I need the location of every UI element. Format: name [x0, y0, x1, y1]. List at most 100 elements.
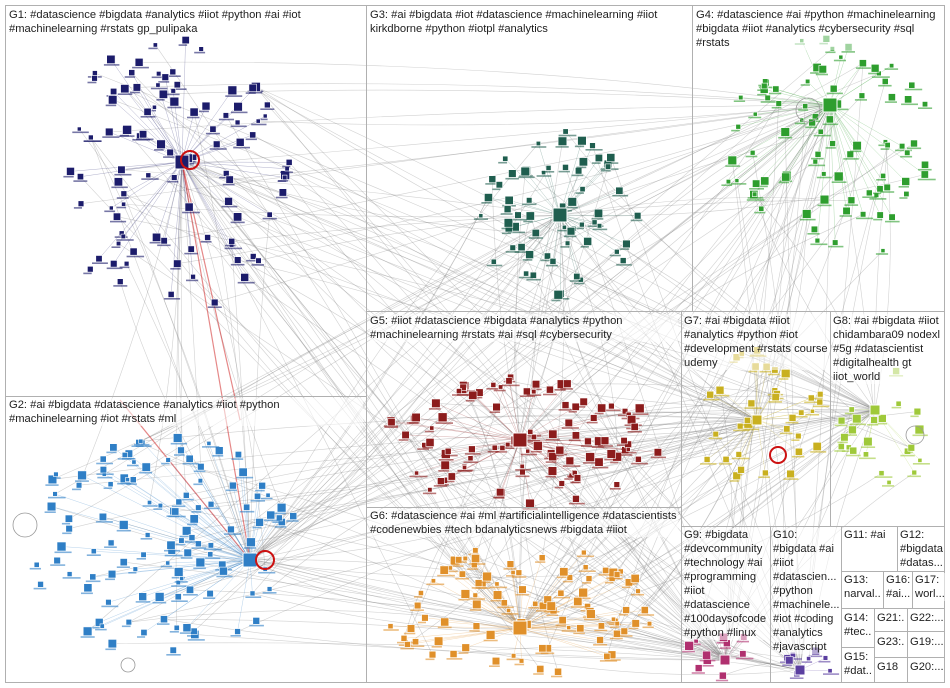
- node-label-bar: [218, 118, 234, 121]
- edge-line: [519, 439, 559, 672]
- edge-line: [198, 409, 876, 545]
- graph-node: [594, 154, 603, 163]
- node-label-bar: [880, 191, 895, 193]
- node-label-bar: [791, 439, 800, 441]
- edge-line: [148, 175, 758, 421]
- node-label-bar: [682, 650, 695, 653]
- edge-line: [568, 104, 831, 424]
- node-label-bar: [502, 384, 520, 387]
- graph-node: [848, 425, 857, 435]
- group-label-g3: G3: #ai #bigdata #iot #datascience #mach…: [370, 8, 690, 36]
- edge-line: [200, 480, 251, 561]
- graph-node: [179, 576, 185, 581]
- node-label-bar: [522, 203, 537, 206]
- graph-node: [819, 194, 830, 205]
- node-label-bar: [533, 673, 544, 675]
- edge-line: [519, 143, 915, 441]
- graph-node: [739, 650, 747, 658]
- node-label-bar: [808, 655, 823, 658]
- edge-line: [775, 88, 831, 106]
- node-label-bar: [498, 161, 508, 164]
- edge-line: [249, 146, 903, 561]
- node-label-bar: [262, 592, 277, 594]
- graph-node: [201, 101, 211, 111]
- edge-line: [519, 353, 742, 629]
- graph-node: [117, 278, 124, 285]
- edge-line: [740, 97, 831, 106]
- node-label-bar: [170, 268, 181, 270]
- node-label-bar: [719, 647, 731, 649]
- graph-node: [222, 112, 230, 119]
- graph-node: [802, 103, 809, 110]
- graph-node: [413, 601, 422, 610]
- graph-node: [418, 590, 424, 596]
- graph-node: [579, 397, 588, 406]
- graph-node: [460, 589, 471, 599]
- node-label-bar: [779, 432, 793, 435]
- node-label-bar: [116, 239, 134, 241]
- node-label-bar: [105, 578, 115, 581]
- graph-node: [468, 445, 476, 453]
- node-label-bar: [748, 116, 762, 119]
- node-label-bar: [580, 445, 592, 447]
- node-label-bar: [747, 197, 764, 199]
- graph-node: [910, 139, 918, 148]
- edge-line: [611, 104, 831, 407]
- edge-line: [519, 578, 613, 629]
- node-label-bar: [216, 575, 233, 578]
- node-label-bar: [831, 181, 847, 183]
- edge-line: [829, 104, 906, 182]
- graph-node: [622, 606, 630, 614]
- node-label-bar: [44, 511, 56, 513]
- node-label-bar: [468, 563, 486, 565]
- node-label-bar: [558, 170, 570, 173]
- node-label-bar: [237, 281, 255, 284]
- graph-node: [814, 237, 821, 244]
- node-label-bar: [573, 632, 585, 635]
- graph-node: [46, 501, 57, 512]
- graph-node: [837, 443, 845, 450]
- graph-node: [173, 624, 180, 631]
- group-box-g1: [5, 5, 367, 397]
- graph-node: [198, 46, 204, 52]
- node-label-bar: [250, 500, 265, 502]
- graph-node: [526, 197, 533, 204]
- edge-line: [403, 627, 521, 639]
- node-label-bar: [526, 394, 542, 396]
- node-label-bar: [179, 498, 194, 501]
- edge-line: [127, 479, 251, 561]
- node-label-bar: [818, 660, 831, 663]
- edge-line: [448, 439, 521, 452]
- graph-node: [227, 85, 238, 96]
- graph-node: [152, 42, 158, 48]
- graph-node: [421, 614, 429, 622]
- graph-node: [454, 556, 463, 564]
- node-label-bar: [193, 470, 206, 473]
- node-label-bar: [725, 165, 741, 167]
- edge-line: [249, 143, 539, 561]
- graph-node: [229, 481, 237, 490]
- graph-node: [518, 658, 525, 664]
- graph-node: [533, 441, 543, 451]
- node-label-bar: [515, 469, 531, 471]
- edge-line: [259, 522, 521, 629]
- node-label-bar: [174, 581, 188, 583]
- edge-line: [407, 627, 521, 645]
- edge-line: [829, 104, 836, 243]
- graph-node: [77, 126, 82, 132]
- edge-line: [181, 161, 266, 570]
- node-label-bar: [828, 245, 844, 248]
- node-label-bar: [116, 566, 130, 568]
- node-label-bar: [233, 146, 250, 149]
- edge-line: [186, 559, 251, 628]
- node-label-bar: [568, 502, 585, 505]
- edge-line: [533, 214, 561, 276]
- edge-line: [169, 152, 758, 421]
- self-loop: [769, 446, 787, 464]
- node-label-bar: [576, 597, 591, 600]
- node-label-bar: [80, 636, 95, 638]
- graph-node: [113, 177, 123, 187]
- graph-node: [458, 570, 466, 578]
- node-label-bar: [207, 306, 222, 308]
- graph-node: [732, 471, 741, 480]
